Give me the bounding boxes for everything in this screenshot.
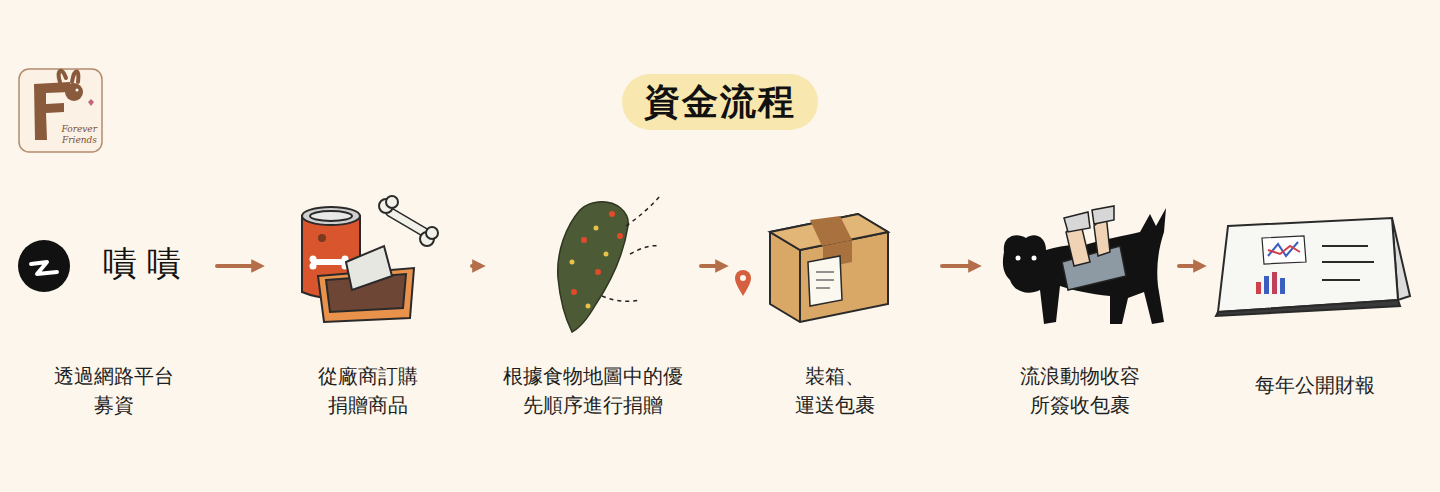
process-step: 裝箱、 運送包裹 [732, 195, 938, 428]
process-step: 每年公開財報 [1210, 195, 1420, 408]
step-caption: 根據食物地圖中的優 先順序進行捐贈 [493, 362, 693, 420]
platform-logo [18, 240, 70, 292]
step-caption: 流浪動物收容 所簽收包裹 [1005, 362, 1155, 420]
step-caption: 從廠商訂購 捐贈商品 [308, 362, 428, 420]
shelter-dog-icon [1003, 206, 1166, 324]
step-caption: 裝箱、 運送包裹 [785, 362, 885, 420]
flow-arrow [942, 264, 975, 268]
pet-food-icon [302, 196, 438, 322]
process-step: 根據食物地圖中的優 先順序進行捐贈 [489, 195, 697, 428]
diagram-title: 資金流程 [622, 74, 818, 130]
financial-report-icon [1216, 218, 1410, 316]
step-caption: 每年公開財報 [1240, 371, 1390, 400]
flow-arrow [217, 264, 258, 268]
process-step: 從廠商訂購 捐贈商品 [268, 195, 468, 428]
logo [19, 69, 102, 152]
platform-name: 嘖嘖 [103, 245, 191, 282]
process-step: 嘖嘖透過網路平台 募資 [15, 195, 213, 428]
process-step: 流浪動物收容 所簽收包裹 [985, 195, 1175, 428]
flow-arrow [1179, 264, 1200, 268]
step-caption: 透過網路平台 募資 [44, 362, 184, 420]
food-map-icon [558, 196, 660, 332]
flow-arrow [472, 264, 479, 268]
flow-arrow [701, 264, 722, 268]
logo-text: Forever Friends [53, 124, 97, 146]
parcel-icon [735, 214, 888, 322]
